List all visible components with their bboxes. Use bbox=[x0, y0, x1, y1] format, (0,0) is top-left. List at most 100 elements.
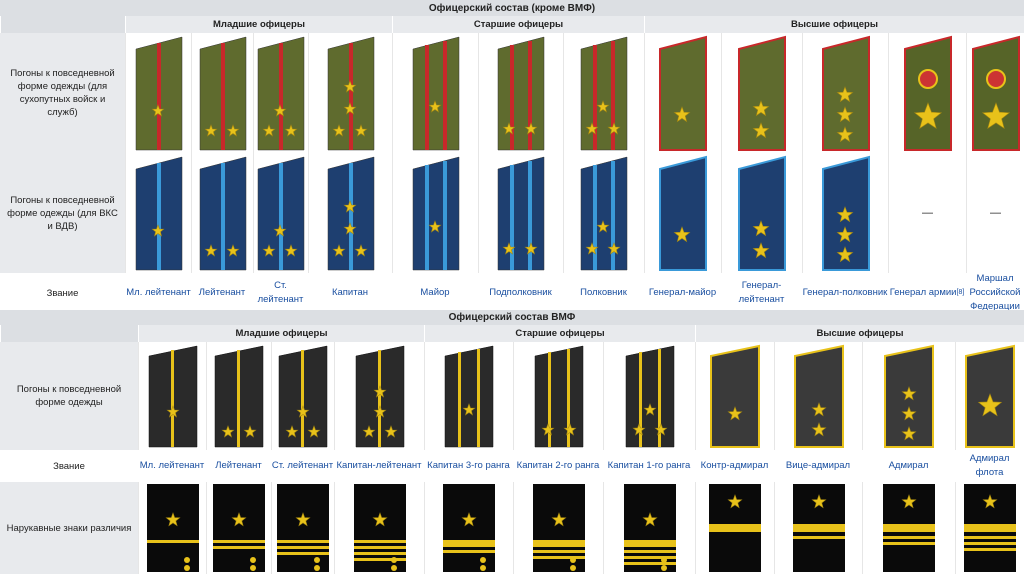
star-icon bbox=[673, 106, 691, 123]
rank-name[interactable]: Генерал-полковник bbox=[802, 273, 888, 313]
board-shape bbox=[710, 344, 760, 448]
rank-name[interactable]: Вице-адмирал bbox=[774, 450, 862, 482]
star-icon bbox=[243, 425, 257, 438]
shoulder-board bbox=[710, 344, 760, 448]
star-icon bbox=[203, 244, 218, 257]
army-group-senior: Старшие офицеры bbox=[392, 16, 644, 33]
rank-name[interactable]: Лейтенант bbox=[206, 450, 271, 482]
star-icon bbox=[752, 220, 770, 237]
board-stripe bbox=[593, 165, 597, 270]
shoulder-board bbox=[214, 345, 264, 448]
army-group-higher: Высшие офицеры bbox=[644, 16, 1024, 33]
shoulder-board bbox=[659, 155, 707, 271]
navy-group-senior: Старшие офицеры bbox=[424, 325, 695, 342]
rank-name[interactable]: Лейтенант bbox=[191, 273, 253, 313]
rank-name[interactable]: Ст. лейтенант bbox=[271, 450, 334, 482]
star-icon bbox=[653, 423, 668, 436]
star-icon bbox=[727, 406, 743, 421]
star-icon bbox=[461, 512, 477, 527]
star-icon bbox=[284, 124, 298, 137]
board-stripe bbox=[220, 43, 225, 150]
rank-name[interactable]: Капитан 2-го ранга bbox=[513, 450, 603, 482]
board-shape bbox=[793, 344, 844, 448]
sleeve-insignia-cell bbox=[955, 482, 1024, 574]
rank-name[interactable]: Подполковник bbox=[478, 273, 563, 313]
star-icon bbox=[361, 425, 376, 438]
footnote[interactable]: [8] bbox=[956, 289, 965, 296]
rank-name[interactable]: Майор bbox=[392, 273, 478, 313]
rank-name[interactable]: Полковник bbox=[563, 273, 644, 313]
star-icon bbox=[296, 405, 310, 418]
board-stripe bbox=[348, 43, 353, 150]
sleeve-stripe-wide bbox=[883, 524, 935, 532]
star-icon bbox=[836, 86, 853, 103]
sleeve-insignia-cell bbox=[334, 482, 424, 574]
army-board-cell bbox=[888, 33, 966, 153]
rank-name[interactable]: Генерал-лейтенант bbox=[721, 273, 802, 313]
row-label-rank: Звание bbox=[0, 273, 125, 313]
star-icon bbox=[727, 494, 743, 509]
sleeve-stripe-wide bbox=[532, 540, 585, 547]
army-board-cell bbox=[392, 153, 478, 273]
sleeve-insignia bbox=[623, 484, 676, 572]
rank-name[interactable]: Ст. лейтенант bbox=[253, 273, 308, 313]
army-board-cell bbox=[563, 153, 644, 273]
sleeve-stripe bbox=[277, 546, 329, 549]
row-label-sleeve: Нарукавные знаки различия bbox=[0, 482, 138, 574]
sleeve-stripe bbox=[277, 552, 329, 555]
shoulder-board bbox=[497, 156, 545, 271]
rank-name[interactable]: Контр-адмирал bbox=[695, 450, 774, 482]
button-icon bbox=[660, 557, 667, 563]
rank-name[interactable]: Генерал-майор bbox=[644, 273, 721, 313]
rank-name[interactable]: Маршал Российской Федерации bbox=[966, 273, 1024, 313]
star-icon bbox=[462, 403, 476, 416]
rank-name[interactable]: Мл. лейтенант bbox=[138, 450, 206, 482]
corner-cell bbox=[0, 16, 125, 33]
rank-name[interactable]: Генерал армии[8] bbox=[888, 273, 966, 313]
star-icon bbox=[353, 244, 368, 257]
rank-name[interactable]: Адмирал флота bbox=[955, 450, 1024, 482]
board-stripe bbox=[279, 163, 283, 270]
button-icon bbox=[569, 565, 576, 571]
star-icon bbox=[307, 425, 321, 438]
button-icon bbox=[250, 557, 256, 563]
shoulder-board bbox=[257, 36, 305, 151]
rank-name[interactable]: Капитан-лейтенант bbox=[334, 450, 424, 482]
board-stripe bbox=[566, 349, 570, 447]
navy-group-higher: Высшие офицеры bbox=[695, 325, 1024, 342]
sleeve-stripe bbox=[443, 550, 495, 553]
star-icon bbox=[836, 106, 853, 123]
star-icon bbox=[836, 246, 853, 263]
army-group-junior: Младшие офицеры bbox=[125, 16, 392, 33]
star-icon bbox=[342, 222, 357, 235]
sleeve-insignia-cell bbox=[774, 482, 862, 574]
army-board-cell bbox=[802, 33, 888, 153]
board-stripe bbox=[657, 349, 661, 447]
rank-name[interactable]: Адмирал bbox=[862, 450, 955, 482]
rank-name[interactable]: Капитан bbox=[308, 273, 392, 313]
rank-name[interactable]: Капитан 1-го ранга bbox=[603, 450, 695, 482]
army-board-cell bbox=[125, 153, 192, 273]
button-icon bbox=[390, 565, 397, 571]
board-stripe bbox=[528, 161, 532, 270]
board-shape bbox=[738, 155, 786, 271]
navy-board-row: Погоны к повседневной форме одежды bbox=[0, 342, 1024, 450]
navy-table-title: Офицерский состав ВМФ bbox=[0, 310, 1024, 325]
star-icon bbox=[203, 124, 218, 137]
star-icon bbox=[151, 104, 165, 117]
rank-name[interactable]: Мл. лейтенант bbox=[125, 273, 192, 313]
star-icon bbox=[642, 403, 657, 416]
sleeve-stripe bbox=[353, 546, 406, 549]
sleeve-insignia bbox=[532, 484, 585, 572]
sleeve-stripe bbox=[532, 550, 585, 553]
shoulder-board bbox=[199, 36, 246, 151]
army-board-cell bbox=[253, 153, 308, 273]
star-icon bbox=[585, 242, 599, 255]
army-board-cell bbox=[392, 33, 478, 153]
button-icon bbox=[314, 565, 320, 571]
rank-name[interactable]: Капитан 3-го ранга bbox=[424, 450, 513, 482]
board-stripe bbox=[301, 350, 304, 447]
sleeve-cloth bbox=[277, 484, 329, 572]
navy-board-cell bbox=[206, 342, 271, 450]
